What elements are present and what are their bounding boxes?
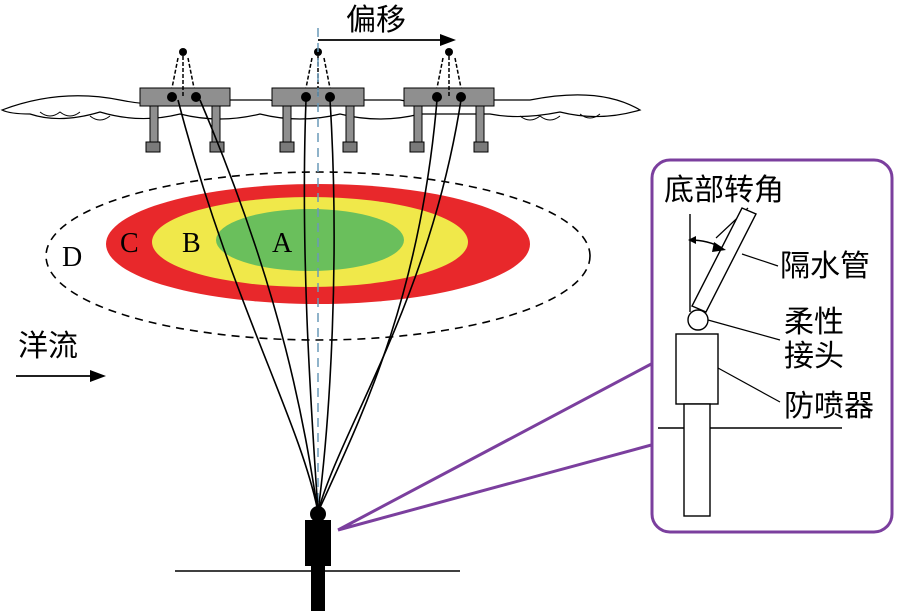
zone-a-label: A — [272, 228, 293, 259]
zone-b-label: B — [182, 228, 201, 259]
offset-label: 偏移 — [346, 3, 406, 38]
bop-leader — [717, 367, 781, 403]
bottom-angle-label: 底部转角 — [664, 173, 784, 208]
riser-leader — [741, 253, 779, 267]
platform-right — [403, 48, 495, 153]
angle-arrow-head — [712, 242, 726, 252]
platform-left — [139, 48, 231, 153]
wave-ripples — [39, 111, 601, 121]
detail-bop — [675, 333, 719, 405]
flex-joint — [687, 309, 709, 331]
zone-c-label: C — [120, 228, 139, 259]
riser-curves — [177, 99, 462, 513]
sea-surface — [0, 94, 642, 120]
wellhead-casing — [311, 566, 325, 611]
riser-label: 隔水管 — [780, 249, 870, 284]
zone-d-boundary — [45, 171, 591, 341]
callout-wedge — [337, 360, 656, 532]
detail-casing — [683, 403, 711, 517]
current-arrow-head — [90, 370, 106, 382]
zone-a — [216, 209, 404, 271]
detail-box — [650, 158, 894, 534]
flex-joint-leader — [707, 319, 781, 341]
offset-arrow-head — [440, 34, 456, 46]
zone-d-label: D — [62, 242, 82, 273]
flex-joint-label-1: 柔性 — [784, 305, 844, 340]
angle-arrow-tail — [688, 236, 696, 244]
wellhead-joint — [310, 506, 326, 522]
bop-stack — [305, 520, 331, 566]
bop-label: 防喷器 — [784, 389, 874, 424]
flex-joint-label-2: 接头 — [784, 339, 844, 374]
current-label: 洋流 — [18, 329, 78, 364]
